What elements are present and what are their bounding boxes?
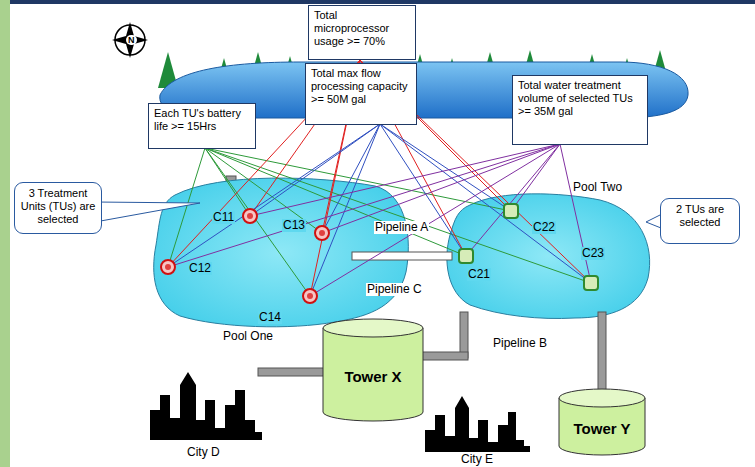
side-bar (0, 0, 10, 467)
top-bar (0, 0, 755, 4)
constraint-callout: Total water treatment volume of selected… (512, 75, 648, 145)
leader-line (322, 144, 560, 233)
compass (112, 22, 148, 58)
treatment-unit-core (247, 213, 253, 219)
constraint-text: Total microprocessor usage >= 70% (314, 9, 410, 48)
leader-line (250, 124, 380, 216)
city-skyline (150, 372, 262, 440)
treatment-unit-core (307, 293, 313, 299)
constraint-callout: Total max flow processing capacity >= 50… (305, 63, 417, 125)
water-tower: Tower Y (558, 388, 646, 456)
city-skyline (425, 396, 530, 452)
unit-label: C13 (282, 219, 306, 232)
pipeline-a (352, 252, 452, 260)
leader-line (380, 124, 591, 283)
leader-line (205, 148, 591, 283)
treatment-unit (303, 289, 317, 303)
tower-top (559, 389, 645, 407)
treatment-unit (584, 276, 598, 290)
treatment-unit (161, 260, 175, 274)
city-pipe (258, 368, 326, 376)
tower-name: Tower Y (558, 420, 646, 437)
unit-label: C11 (212, 211, 235, 224)
pipeline-c-pipe (420, 352, 468, 360)
place-label: Pool Two (572, 181, 623, 194)
treatment-unit (243, 209, 257, 223)
leader-line (168, 144, 560, 267)
constraint-callout: 3 Treatment Units (TUs) are selected (14, 182, 102, 234)
treatment-unit (315, 226, 329, 240)
unit-label: C23 (581, 247, 605, 260)
constraint-text: 2 TUs are selected (666, 203, 734, 229)
unit-label: C14 (258, 311, 282, 324)
compass-label: N (126, 35, 137, 45)
pipeline-c-pipe (460, 312, 468, 358)
constraint-callout: Each TU's battery life >= 15Hrs (148, 103, 256, 149)
place-label: Pool One (222, 330, 274, 343)
unit-label: C22 (532, 221, 556, 234)
treatment-unit-core (319, 230, 325, 236)
tower-name: Tower X (322, 368, 424, 385)
place-label: Pipeline B (492, 337, 548, 350)
place-label: Pipeline A (374, 221, 429, 234)
place-label: City D (186, 446, 221, 459)
unit-label: C21 (467, 268, 491, 281)
treatment-unit (459, 249, 473, 263)
constraint-text: Each TU's battery life >= 15Hrs (154, 107, 250, 133)
pool-two (447, 194, 650, 319)
constraint-text: Total max flow processing capacity >= 50… (311, 67, 411, 106)
tower-top (323, 319, 423, 337)
unit-label: C12 (188, 262, 212, 275)
leader-line (322, 124, 380, 233)
constraint-text: 3 Treatment Units (TUs) are selected (20, 187, 96, 226)
treatment-unit-core (165, 264, 171, 270)
leader-line (205, 148, 466, 256)
constraint-callout: Total microprocessor usage >= 70% (308, 5, 416, 60)
leader-line (310, 144, 560, 296)
leader-line (380, 124, 511, 211)
pipeline-b-pipe (598, 312, 606, 394)
leader-line (380, 124, 466, 256)
leader-line (560, 144, 591, 283)
place-label: Pipeline C (366, 283, 423, 296)
water-tower: Tower X (322, 318, 424, 422)
constraint-callout: 2 TUs are selected (660, 198, 740, 244)
treatment-units (161, 204, 598, 303)
leader-line (511, 144, 560, 211)
leader-line (466, 144, 560, 256)
treatment-unit (504, 204, 518, 218)
leader-line (205, 148, 322, 233)
place-label: City E (460, 453, 494, 466)
leader-line (310, 124, 380, 296)
constraint-text: Total water treatment volume of selected… (518, 79, 642, 118)
tower-body (323, 328, 423, 421)
